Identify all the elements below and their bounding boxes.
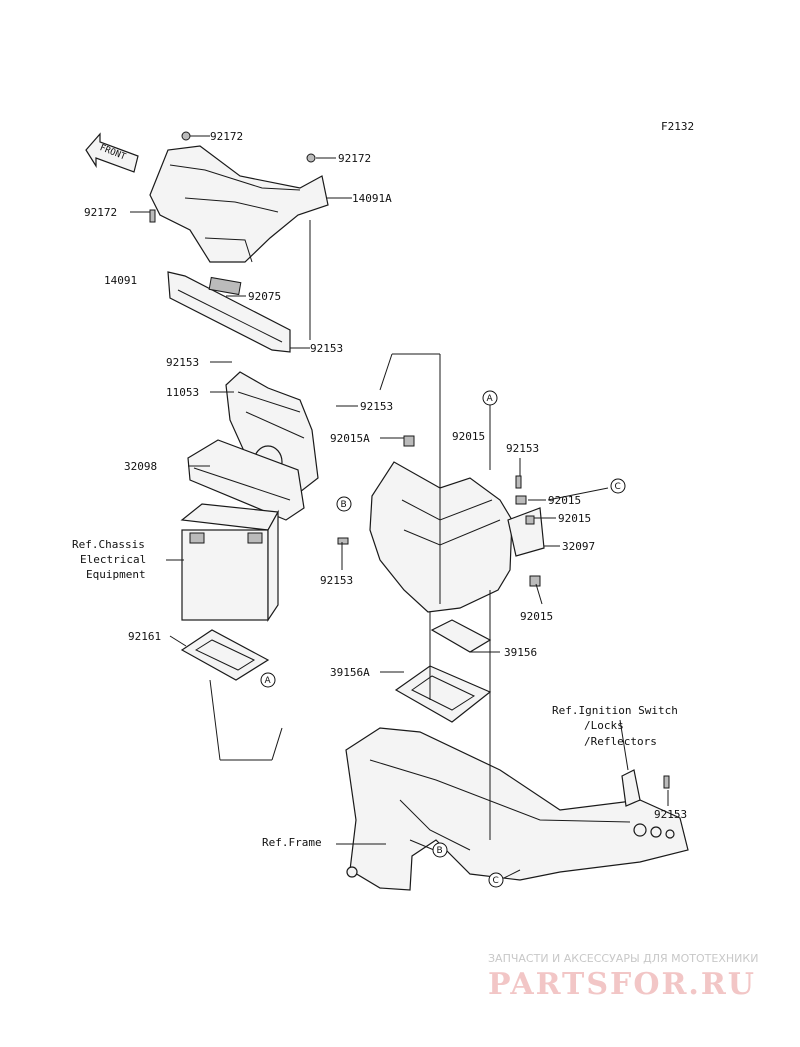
label-92153-e: 92153 (320, 574, 353, 587)
bolt-92172-a (181, 131, 191, 141)
svg-text:B: B (341, 500, 347, 510)
label-92015-c: 92015 (558, 512, 591, 525)
label-14091A: 14091A (352, 192, 392, 205)
label-92015A: 92015A (330, 432, 370, 445)
label-32097: 32097 (562, 540, 595, 553)
label-92153-a: 92153 (310, 342, 343, 355)
plate-14091-part (167, 271, 291, 353)
label-92015-a: 92015 (452, 430, 485, 443)
label-14091: 14091 (104, 274, 137, 287)
label-92153-d: 92153 (506, 442, 539, 455)
mat-39156-part (430, 619, 492, 653)
marker-A-top: A (482, 390, 498, 406)
bolt-92172-c (149, 209, 156, 223)
battery-part (180, 503, 279, 622)
watermark-tagline: ЗАПЧАСТИ И АКСЕССУАРЫ ДЛЯ МОТОТЕХНИКИ (488, 952, 758, 965)
bolt-92153-d (515, 475, 522, 489)
label-92015-d: 92015 (520, 610, 553, 623)
svg-text:Ref.Chassis: Ref.Chassis (72, 538, 145, 551)
bolt-92153-e (337, 537, 349, 545)
diagram-code: F2132 (661, 120, 694, 133)
marker-A-bottom: A (260, 672, 276, 688)
label-92153-c: 92153 (360, 400, 393, 413)
label-32098: 32098 (124, 460, 157, 473)
label-39156: 39156 (504, 646, 537, 659)
watermark-logo: PARTSFOR.RU (488, 967, 756, 1002)
label-92172-a: 92172 (210, 130, 243, 143)
svg-text:/Reflectors: /Reflectors (584, 735, 657, 748)
svg-text:Equipment: Equipment (86, 568, 146, 581)
svg-text:A: A (265, 676, 272, 686)
svg-text:/Locks: /Locks (584, 719, 624, 732)
label-39156A: 39156A (330, 666, 370, 679)
label-92153-f: 92153 (654, 808, 687, 821)
frame-part (345, 727, 689, 891)
bracket-32097-part (507, 507, 545, 557)
nut-92015-c (525, 515, 535, 525)
label-92153-b: 92153 (166, 356, 199, 369)
battery-cover-part (149, 145, 329, 263)
tray-32098-part (187, 439, 305, 521)
nut-92015-d (529, 575, 541, 587)
label-92075: 92075 (248, 290, 281, 303)
svg-text:Electrical: Electrical (80, 553, 146, 566)
label-92172-b: 92172 (338, 152, 371, 165)
svg-text:C: C (615, 482, 621, 492)
label-11053: 11053 (166, 386, 199, 399)
bracket-ignition-part (621, 769, 641, 807)
ref-ignition-switch: Ref.Ignition Switch /Locks /Reflectors (552, 704, 678, 748)
svg-text:Ref.Ignition Switch: Ref.Ignition Switch (552, 704, 678, 717)
ref-frame: Ref.Frame (262, 836, 322, 849)
nut-92015-b (515, 495, 527, 505)
bolt-92153-f (663, 775, 670, 789)
label-92172-c: 92172 (84, 206, 117, 219)
bracket-11053-part (225, 371, 319, 493)
svg-text:A: A (487, 394, 494, 404)
marker-C-top: C (610, 478, 626, 494)
label-92015-b: 92015 (548, 494, 581, 507)
leader-lines (130, 135, 669, 879)
ref-chassis-electrical: Ref.Chassis Electrical Equipment (72, 538, 146, 581)
label-92161: 92161 (128, 630, 161, 643)
svg-text:C: C (493, 876, 499, 886)
battery-case-part (369, 435, 513, 613)
front-arrow-icon: FRONT (85, 132, 139, 173)
bolt-92172-b (306, 153, 316, 163)
marker-C-bottom: C (488, 872, 504, 888)
marker-B-top: B (336, 496, 352, 512)
marker-B-bottom: B (432, 842, 448, 858)
pad-92075-part (208, 276, 242, 296)
mat-92161-part (180, 629, 270, 681)
mat-39156A-part (394, 665, 492, 723)
svg-text:B: B (437, 846, 443, 856)
